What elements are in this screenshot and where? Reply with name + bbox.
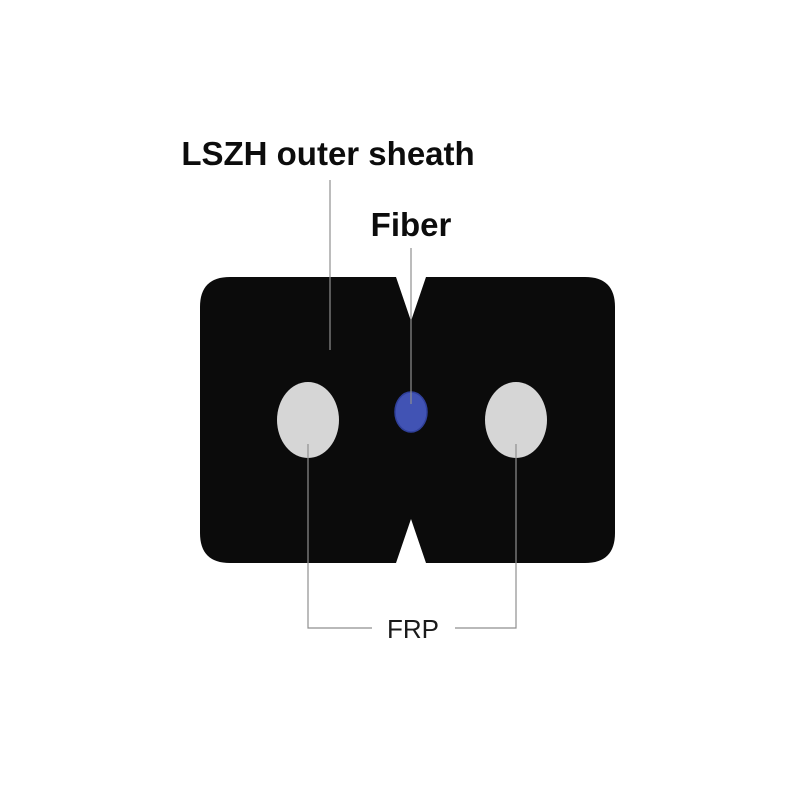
fiber-label: Fiber	[371, 206, 452, 243]
frp-member-right	[485, 382, 547, 458]
frp-pointer-left	[307, 444, 372, 629]
frp-label: FRP	[387, 614, 439, 644]
sheath-label: LSZH outer sheath	[181, 135, 474, 172]
frp-pointer-right	[455, 444, 517, 629]
frp-member-left	[277, 382, 339, 458]
